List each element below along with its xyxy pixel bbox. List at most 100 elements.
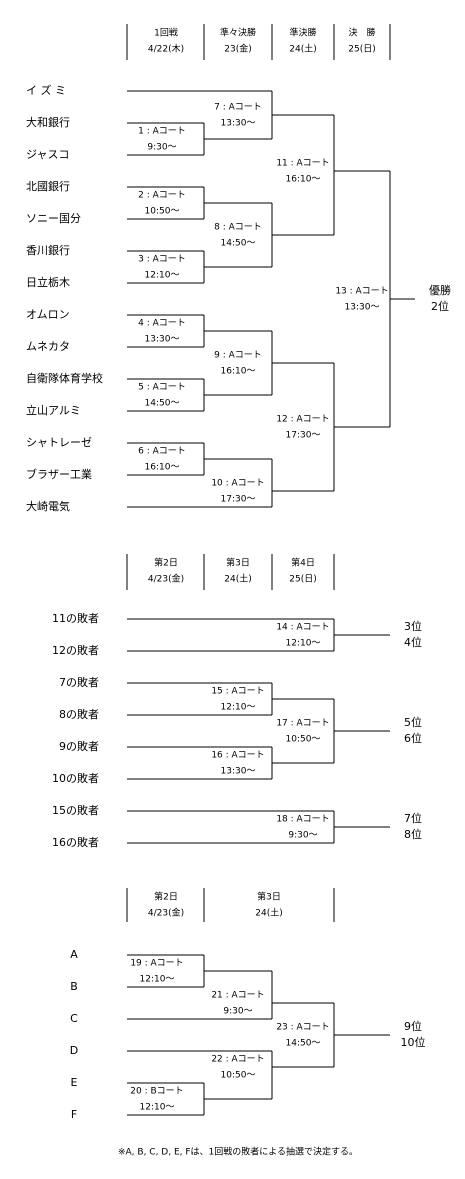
entry-name: B bbox=[70, 980, 78, 993]
match-time-label: 10:50～ bbox=[145, 207, 180, 217]
column-header: 準決勝 bbox=[289, 27, 316, 39]
team-name: ムネカタ bbox=[26, 340, 70, 353]
match-time-label: 13:30～ bbox=[145, 335, 180, 345]
match-time-label: 13:30～ bbox=[221, 767, 256, 777]
match-time-label: 14:50～ bbox=[286, 1039, 321, 1049]
match-court-label: 16 : Aコート bbox=[211, 751, 264, 761]
match-court-label: 4 : Aコート bbox=[138, 319, 186, 329]
team-name: 大崎電気 bbox=[26, 499, 70, 513]
result-label: 5位 bbox=[404, 715, 422, 729]
match-court-label: 5 : Aコート bbox=[138, 383, 186, 393]
column-header: 4/23(金) bbox=[148, 907, 184, 919]
column-header: 決 勝 bbox=[348, 27, 375, 39]
column-header: 25(日) bbox=[348, 44, 375, 55]
match-court-label: 23 : Aコート bbox=[276, 1023, 329, 1033]
entry-name: E bbox=[71, 1076, 78, 1089]
team-name: イ ズ ミ bbox=[26, 83, 66, 97]
team-name: 立山アルミ bbox=[26, 403, 81, 417]
match-court-label: 20 : Bコート bbox=[130, 1087, 183, 1097]
column-header: 23(金) bbox=[224, 43, 251, 55]
result-label: 3位 bbox=[404, 619, 422, 633]
match-time-label: 12:10～ bbox=[140, 975, 175, 985]
entry-name: 11の敗者 bbox=[52, 611, 99, 625]
result-label: 7位 bbox=[404, 811, 422, 825]
result-label: 優勝 bbox=[429, 283, 451, 297]
match-time-label: 14:50～ bbox=[145, 399, 180, 409]
match-time-label: 10:50～ bbox=[286, 735, 321, 745]
match-court-label: 9 : Aコート bbox=[214, 351, 262, 361]
match-court-label: 19 : Aコート bbox=[130, 959, 183, 969]
match-court-label: 17 : Aコート bbox=[276, 719, 329, 729]
match-time-label: 13:30～ bbox=[221, 119, 256, 129]
entry-name: F bbox=[71, 1108, 77, 1121]
team-name: 北國銀行 bbox=[26, 179, 70, 193]
team-name: オムロン bbox=[26, 308, 70, 321]
result-label: 6位 bbox=[404, 731, 422, 745]
column-header: 第3日 bbox=[257, 891, 281, 903]
result-label: 2位 bbox=[431, 299, 449, 313]
column-header: 25(日) bbox=[289, 574, 316, 585]
match-time-label: 12:10～ bbox=[145, 271, 180, 281]
entry-name: 16の敗者 bbox=[52, 835, 99, 849]
column-header: 24(土) bbox=[289, 43, 316, 55]
entry-name: C bbox=[70, 1012, 78, 1025]
match-time-label: 12:10～ bbox=[221, 703, 256, 713]
match-time-label: 13:30～ bbox=[345, 303, 380, 313]
match-time-label: 10:50～ bbox=[221, 1071, 256, 1081]
match-court-label: 6 : Aコート bbox=[138, 447, 186, 457]
column-header: 準々決勝 bbox=[220, 27, 256, 39]
match-time-label: 9:30～ bbox=[223, 1007, 252, 1017]
entry-name: 10の敗者 bbox=[52, 771, 99, 785]
match-court-label: 11 : Aコート bbox=[276, 159, 329, 169]
entry-name: 7の敗者 bbox=[59, 675, 99, 689]
result-label: 8位 bbox=[404, 827, 422, 841]
team-name: ジャスコ bbox=[26, 148, 69, 161]
column-header: 24(土) bbox=[255, 907, 282, 919]
team-name: 大和銀行 bbox=[26, 115, 70, 129]
match-time-label: 14:50～ bbox=[221, 239, 256, 249]
team-name: ブラザー工業 bbox=[26, 467, 92, 481]
entry-name: A bbox=[70, 948, 78, 961]
match-time-label: 16:10～ bbox=[221, 367, 256, 377]
column-header: 1回戦 bbox=[154, 27, 178, 39]
match-court-label: 21 : Aコート bbox=[211, 991, 264, 1001]
match-court-label: 3 : Aコート bbox=[138, 255, 186, 265]
column-header: 第4日 bbox=[291, 557, 315, 569]
entry-name: 9の敗者 bbox=[59, 739, 99, 753]
team-name: 日立栃木 bbox=[26, 275, 70, 289]
column-header: 第2日 bbox=[154, 891, 178, 903]
team-name: ソニー国分 bbox=[26, 212, 81, 225]
match-court-label: 22 : Aコート bbox=[211, 1055, 264, 1065]
match-time-label: 9:30～ bbox=[147, 143, 176, 153]
column-header: 24(土) bbox=[224, 573, 251, 585]
entry-name: 12の敗者 bbox=[52, 643, 99, 657]
match-court-label: 15 : Aコート bbox=[211, 687, 264, 697]
match-time-label: 9:30～ bbox=[288, 831, 317, 841]
footnote: ※A, B, C, D, E, Fは、1回戦の敗者による抽選で決定する。 bbox=[118, 1146, 358, 1158]
match-court-label: 7 : Aコート bbox=[214, 103, 262, 113]
match-time-label: 12:10～ bbox=[140, 1103, 175, 1113]
match-court-label: 14 : Aコート bbox=[276, 623, 329, 633]
match-time-label: 12:10～ bbox=[286, 639, 321, 649]
match-time-label: 17:30～ bbox=[221, 495, 256, 505]
column-header: 4/22(木) bbox=[148, 43, 184, 55]
match-court-label: 10 : Aコート bbox=[211, 479, 264, 489]
match-time-label: 16:10～ bbox=[286, 175, 321, 185]
column-header: 第3日 bbox=[226, 557, 250, 569]
column-header: 第2日 bbox=[154, 557, 178, 569]
column-header: 4/23(金) bbox=[148, 573, 184, 585]
team-name: 自衛隊体育学校 bbox=[26, 371, 103, 385]
entry-name: D bbox=[70, 1044, 78, 1057]
match-court-label: 12 : Aコート bbox=[276, 415, 329, 425]
match-court-label: 13 : Aコート bbox=[335, 287, 388, 297]
entry-name: 8の敗者 bbox=[59, 707, 99, 721]
match-time-label: 17:30～ bbox=[286, 431, 321, 441]
match-court-label: 2 : Aコート bbox=[138, 191, 186, 201]
result-label: 4位 bbox=[404, 635, 422, 649]
result-label: 10位 bbox=[401, 1035, 426, 1049]
match-court-label: 1 : Aコート bbox=[138, 127, 186, 137]
team-name: 香川銀行 bbox=[26, 243, 70, 257]
match-time-label: 16:10～ bbox=[145, 463, 180, 473]
match-court-label: 18 : Aコート bbox=[276, 815, 329, 825]
